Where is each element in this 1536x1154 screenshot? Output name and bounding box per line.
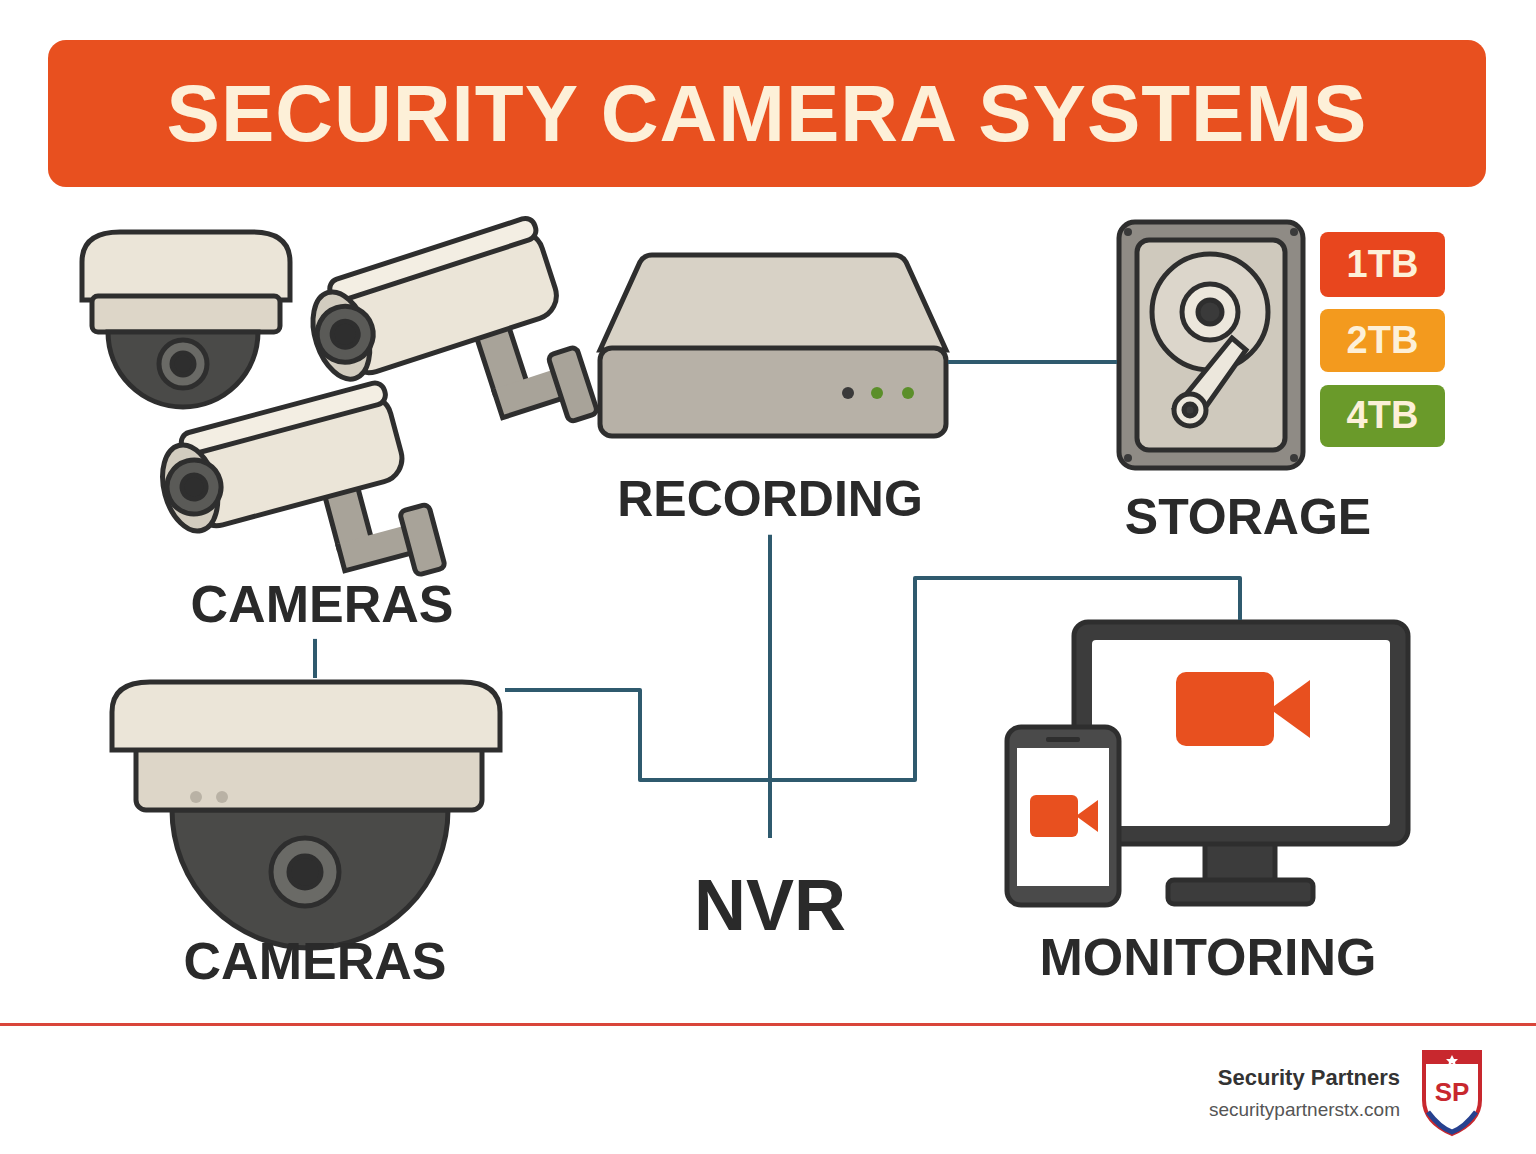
- node-label: NVR: [694, 864, 846, 947]
- node-label: RECORDING: [617, 471, 923, 529]
- node-label: CAMERAS: [191, 575, 454, 635]
- capacity-badge: 2TB: [1320, 309, 1445, 372]
- capacity-badge: 4TB: [1320, 385, 1445, 447]
- logo-letters: SP: [1435, 1078, 1470, 1108]
- cable-line: [313, 639, 317, 678]
- dome-camera: [82, 232, 290, 407]
- nvr-recorder: [600, 255, 946, 436]
- monitor: [1074, 622, 1408, 904]
- title: SECURITY CAMERA SYSTEMS: [167, 68, 1368, 160]
- footer-text: Security Partners: [1218, 1065, 1400, 1090]
- node-label: 2TB: [1347, 319, 1419, 363]
- cable-line: [770, 578, 1240, 838]
- dome-camera: [112, 682, 500, 948]
- component-group: NVR: [694, 838, 846, 946]
- component-group: CAMERAS: [105, 678, 505, 992]
- cable-line: [505, 690, 770, 838]
- cable-line: [948, 360, 1117, 364]
- component-group: CAMERAS: [70, 225, 560, 635]
- node-label: STORAGE: [1125, 489, 1371, 547]
- footer-rule: [0, 1023, 1536, 1026]
- logo-shield: [1424, 1052, 1480, 1134]
- phone: [1007, 727, 1119, 905]
- label-slot: Security Partners: [1218, 1065, 1400, 1090]
- label-slot: SP: [1435, 1078, 1470, 1108]
- label-slot: securitypartnerstx.com: [1209, 1099, 1400, 1121]
- node-label: MONITORING: [1039, 928, 1376, 988]
- component-group: RECORDING: [598, 255, 948, 529]
- node-label: 4TB: [1347, 394, 1419, 438]
- footer-text: securitypartnerstx.com: [1209, 1099, 1400, 1121]
- capacity-badge: 1TB: [1320, 232, 1445, 297]
- hard-disk: [1119, 222, 1303, 468]
- title-bar: SECURITY CAMERA SYSTEMS: [48, 40, 1486, 187]
- node-label: CAMERAS: [184, 932, 447, 992]
- component-group: MONITORING: [1005, 620, 1410, 988]
- node-label: 1TB: [1347, 243, 1419, 287]
